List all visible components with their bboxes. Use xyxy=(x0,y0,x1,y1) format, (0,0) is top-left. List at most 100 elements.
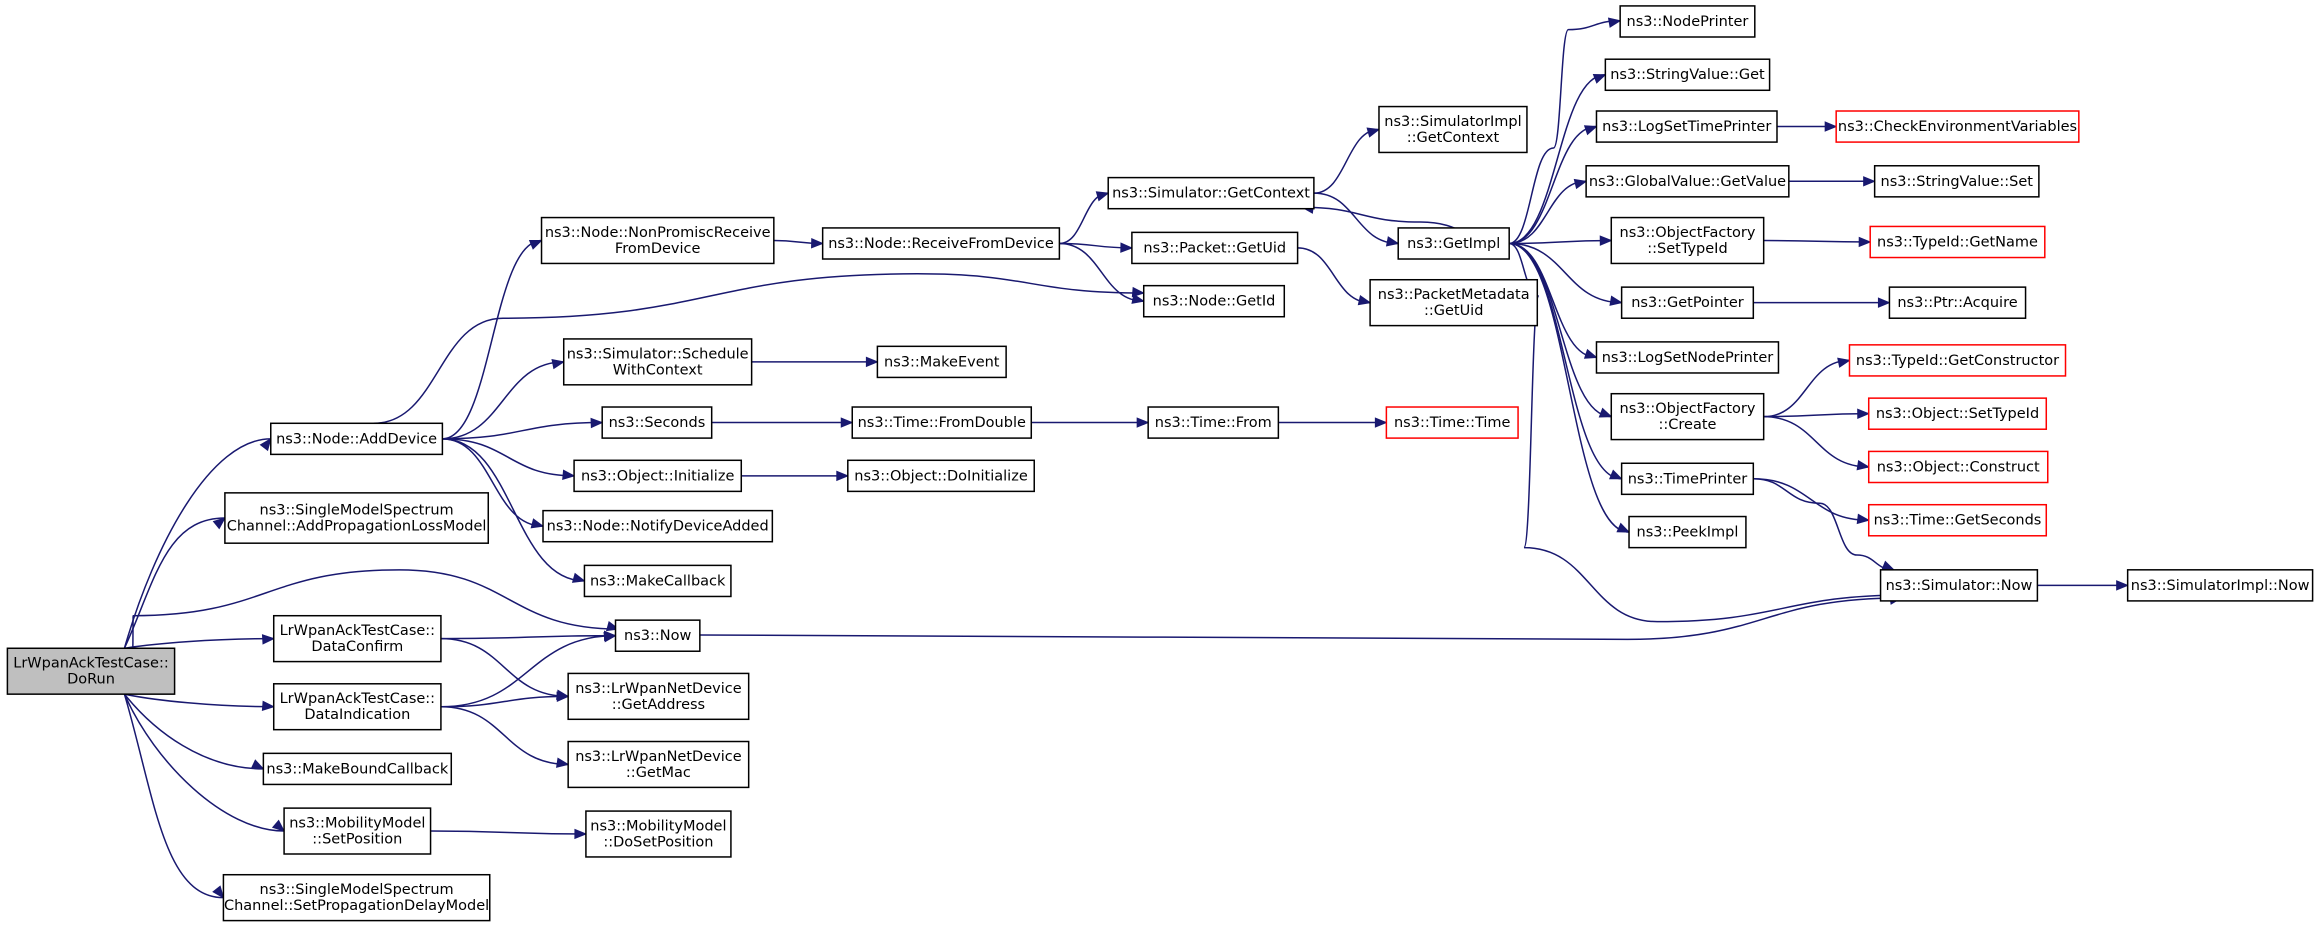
node-peek-impl[interactable]: ns3::PeekImpl xyxy=(1628,515,1747,549)
node-from-double[interactable]: ns3::Time::FromDouble xyxy=(851,406,1033,439)
node-obj-construct[interactable]: ns3::Object::Construct xyxy=(1867,450,2049,484)
node-label: ns3::Time::From xyxy=(1155,415,1272,431)
node-log-set-time-printer[interactable]: ns3::LogSetTimePrinter xyxy=(1595,110,1778,143)
edge-get_impl-to-of_set_typeid xyxy=(1509,235,1613,246)
node-box xyxy=(1888,286,2027,319)
node-time-get-seconds[interactable]: ns3::Time::GetSeconds xyxy=(1867,503,2048,537)
node-node-get-id[interactable]: ns3::Node::GetId xyxy=(1142,284,1286,318)
node-data-indication[interactable]: LrWpanAckTestCase::DataIndication xyxy=(272,683,442,731)
arrowhead xyxy=(590,417,604,429)
node-node-printer[interactable]: ns3::NodePrinter xyxy=(1619,5,1756,38)
arrowhead xyxy=(556,691,570,702)
node-label: ns3::PeekImpl xyxy=(1637,525,1739,541)
node-box xyxy=(272,683,442,731)
edge-get_impl-to-peek_impl xyxy=(1509,242,1631,533)
node-data-confirm[interactable]: LrWpanAckTestCase::DataConfirm xyxy=(272,614,442,663)
node-set-position[interactable]: ns3::MobilityModel::SetPosition xyxy=(283,807,432,855)
node-pktmeta-get-uid[interactable]: ns3::PacketMetadata::GetUid xyxy=(1369,278,1539,327)
node-make-bound-cb[interactable]: ns3::MakeBoundCallback xyxy=(262,752,453,786)
edge-from_double-to-time_from xyxy=(1031,417,1150,428)
node-stringvalue-set[interactable]: ns3::StringValue::Set xyxy=(1873,165,2040,198)
node-simulator-now[interactable]: ns3::Simulator::Now xyxy=(1879,569,2039,602)
node-label: ns3::MobilityModel xyxy=(289,816,425,832)
edge-line xyxy=(123,517,225,649)
edge-line xyxy=(1313,128,1380,194)
node-label: ::SetTypeId xyxy=(1647,241,1727,257)
node-obj-set-typeid[interactable]: ns3::Object::SetTypeId xyxy=(1867,397,2048,430)
node-make-event[interactable]: ns3::MakeEvent xyxy=(876,345,1007,379)
node-of-create[interactable]: ns3::ObjectFactory::Create xyxy=(1610,392,1765,441)
node-get-mac[interactable]: ns3::LrWpanNetDevice::GetMac xyxy=(567,740,750,789)
node-label: ns3::MakeCallback xyxy=(590,573,726,589)
node-of-set-typeid[interactable]: ns3::ObjectFactory::SetTypeId xyxy=(1610,216,1765,265)
node-label: ::GetAddress xyxy=(612,697,705,713)
arrowhead xyxy=(530,518,545,529)
edge-get_impl-to-log_set_time_printer xyxy=(1509,125,1598,245)
node-ptr-acquire[interactable]: ns3::Ptr::Acquire xyxy=(1888,286,2027,319)
node-single-delay[interactable]: ns3::SingleModelSpectrumChannel::SetProp… xyxy=(222,873,491,922)
node-typeid-get-name[interactable]: ns3::TypeId::GetName xyxy=(1869,225,2046,259)
node-globalvalue-get[interactable]: ns3::GlobalValue::GetValue xyxy=(1585,165,1790,198)
edge-line xyxy=(1763,412,1869,418)
node-sim-get-context[interactable]: ns3::Simulator::GetContext xyxy=(1107,176,1315,210)
node-box xyxy=(1595,110,1778,143)
node-do-initialize[interactable]: ns3::Object::DoInitialize xyxy=(847,459,1035,493)
node-receive-from-device[interactable]: ns3::Node::ReceiveFromDevice xyxy=(821,227,1061,260)
edge-line xyxy=(440,695,569,708)
node-simimpl-get-context[interactable]: ns3::SimulatorImpl::GetContext xyxy=(1378,105,1528,154)
node-packet-get-uid[interactable]: ns3::Packet::GetUid xyxy=(1131,231,1299,265)
edge-data_indication-to-get_address xyxy=(440,691,570,708)
node-label: ns3::Object::Construct xyxy=(1877,459,2040,475)
node-do-set-position[interactable]: ns3::MobilityModel::DoSetPosition xyxy=(585,810,732,858)
arrowhead xyxy=(261,700,276,712)
edge-sim_get_context-to-get_impl xyxy=(1313,192,1400,247)
node-label: DoRun xyxy=(67,672,115,688)
edge-line xyxy=(373,273,1144,425)
node-add-device[interactable]: ns3::Node::AddDevice xyxy=(270,422,444,456)
node-get-impl[interactable]: ns3::GetImpl xyxy=(1397,227,1510,260)
node-time-from[interactable]: ns3::Time::From xyxy=(1147,406,1280,439)
node-label: ns3::MakeBoundCallback xyxy=(266,761,448,777)
edge-data_confirm-to-get_address xyxy=(440,637,570,700)
node-typeid-get-constructor[interactable]: ns3::TypeId::GetConstructor xyxy=(1848,344,2067,377)
node-box xyxy=(1835,110,2080,143)
node-check-env[interactable]: ns3::CheckEnvironmentVariables xyxy=(1835,110,2080,143)
node-get-address[interactable]: ns3::LrWpanNetDevice::GetAddress xyxy=(567,672,750,721)
node-label: ns3::LrWpanNetDevice xyxy=(575,749,742,765)
node-simimpl-now[interactable]: ns3::SimulatorImpl::Now xyxy=(2126,569,2314,602)
arrowhead xyxy=(1863,176,1876,187)
node-single-loss[interactable]: ns3::SingleModelSpectrumChannel::AddProp… xyxy=(224,492,490,544)
node-notify-added[interactable]: ns3::Node::NotifyDeviceAdded xyxy=(542,509,774,543)
node-box xyxy=(1873,165,2040,198)
edge-line xyxy=(1508,19,1621,245)
node-label: ns3::LogSetNodePrinter xyxy=(1602,350,1774,366)
node-log-set-node-printer[interactable]: ns3::LogSetNodePrinter xyxy=(1595,341,1780,374)
node-now[interactable]: ns3::Now xyxy=(614,619,701,652)
arrowhead xyxy=(603,632,617,643)
node-label: ns3::Packet::GetUid xyxy=(1143,240,1286,256)
node-label: Channel::AddPropagationLossModel xyxy=(227,519,487,535)
node-label: ::Create xyxy=(1658,417,1716,433)
edge-packet_get_uid-to-pktmeta_get_uid xyxy=(1297,247,1372,306)
node-obj-initialize[interactable]: ns3::Object::Initialize xyxy=(573,459,743,493)
edge-of_create-to-obj_set_typeid xyxy=(1763,408,1871,420)
arrowhead xyxy=(1385,236,1400,247)
node-make-callback[interactable]: ns3::MakeCallback xyxy=(583,564,732,598)
arrowhead xyxy=(1609,469,1623,480)
node-stringvalue-get[interactable]: ns3::StringValue::Get xyxy=(1604,58,1771,92)
edge-add_device-to-notify_added xyxy=(442,438,545,529)
node-box xyxy=(1369,278,1539,327)
node-dorun[interactable]: LrWpanAckTestCase::DoRun xyxy=(6,647,176,695)
arrowhead xyxy=(1856,459,1871,471)
edge-line xyxy=(123,438,271,649)
node-get-pointer[interactable]: ns3::GetPointer xyxy=(1620,286,1755,319)
node-time-printer[interactable]: ns3::TimePrinter xyxy=(1620,462,1755,496)
edge-schedule_ctx-to-make_event xyxy=(751,356,879,368)
node-label: ns3::CheckEnvironmentVariables xyxy=(1838,119,2077,135)
edge-line xyxy=(1509,242,1630,533)
node-time-time[interactable]: ns3::Time::Time xyxy=(1385,406,1519,439)
node-seconds[interactable]: ns3::Seconds xyxy=(601,406,713,439)
